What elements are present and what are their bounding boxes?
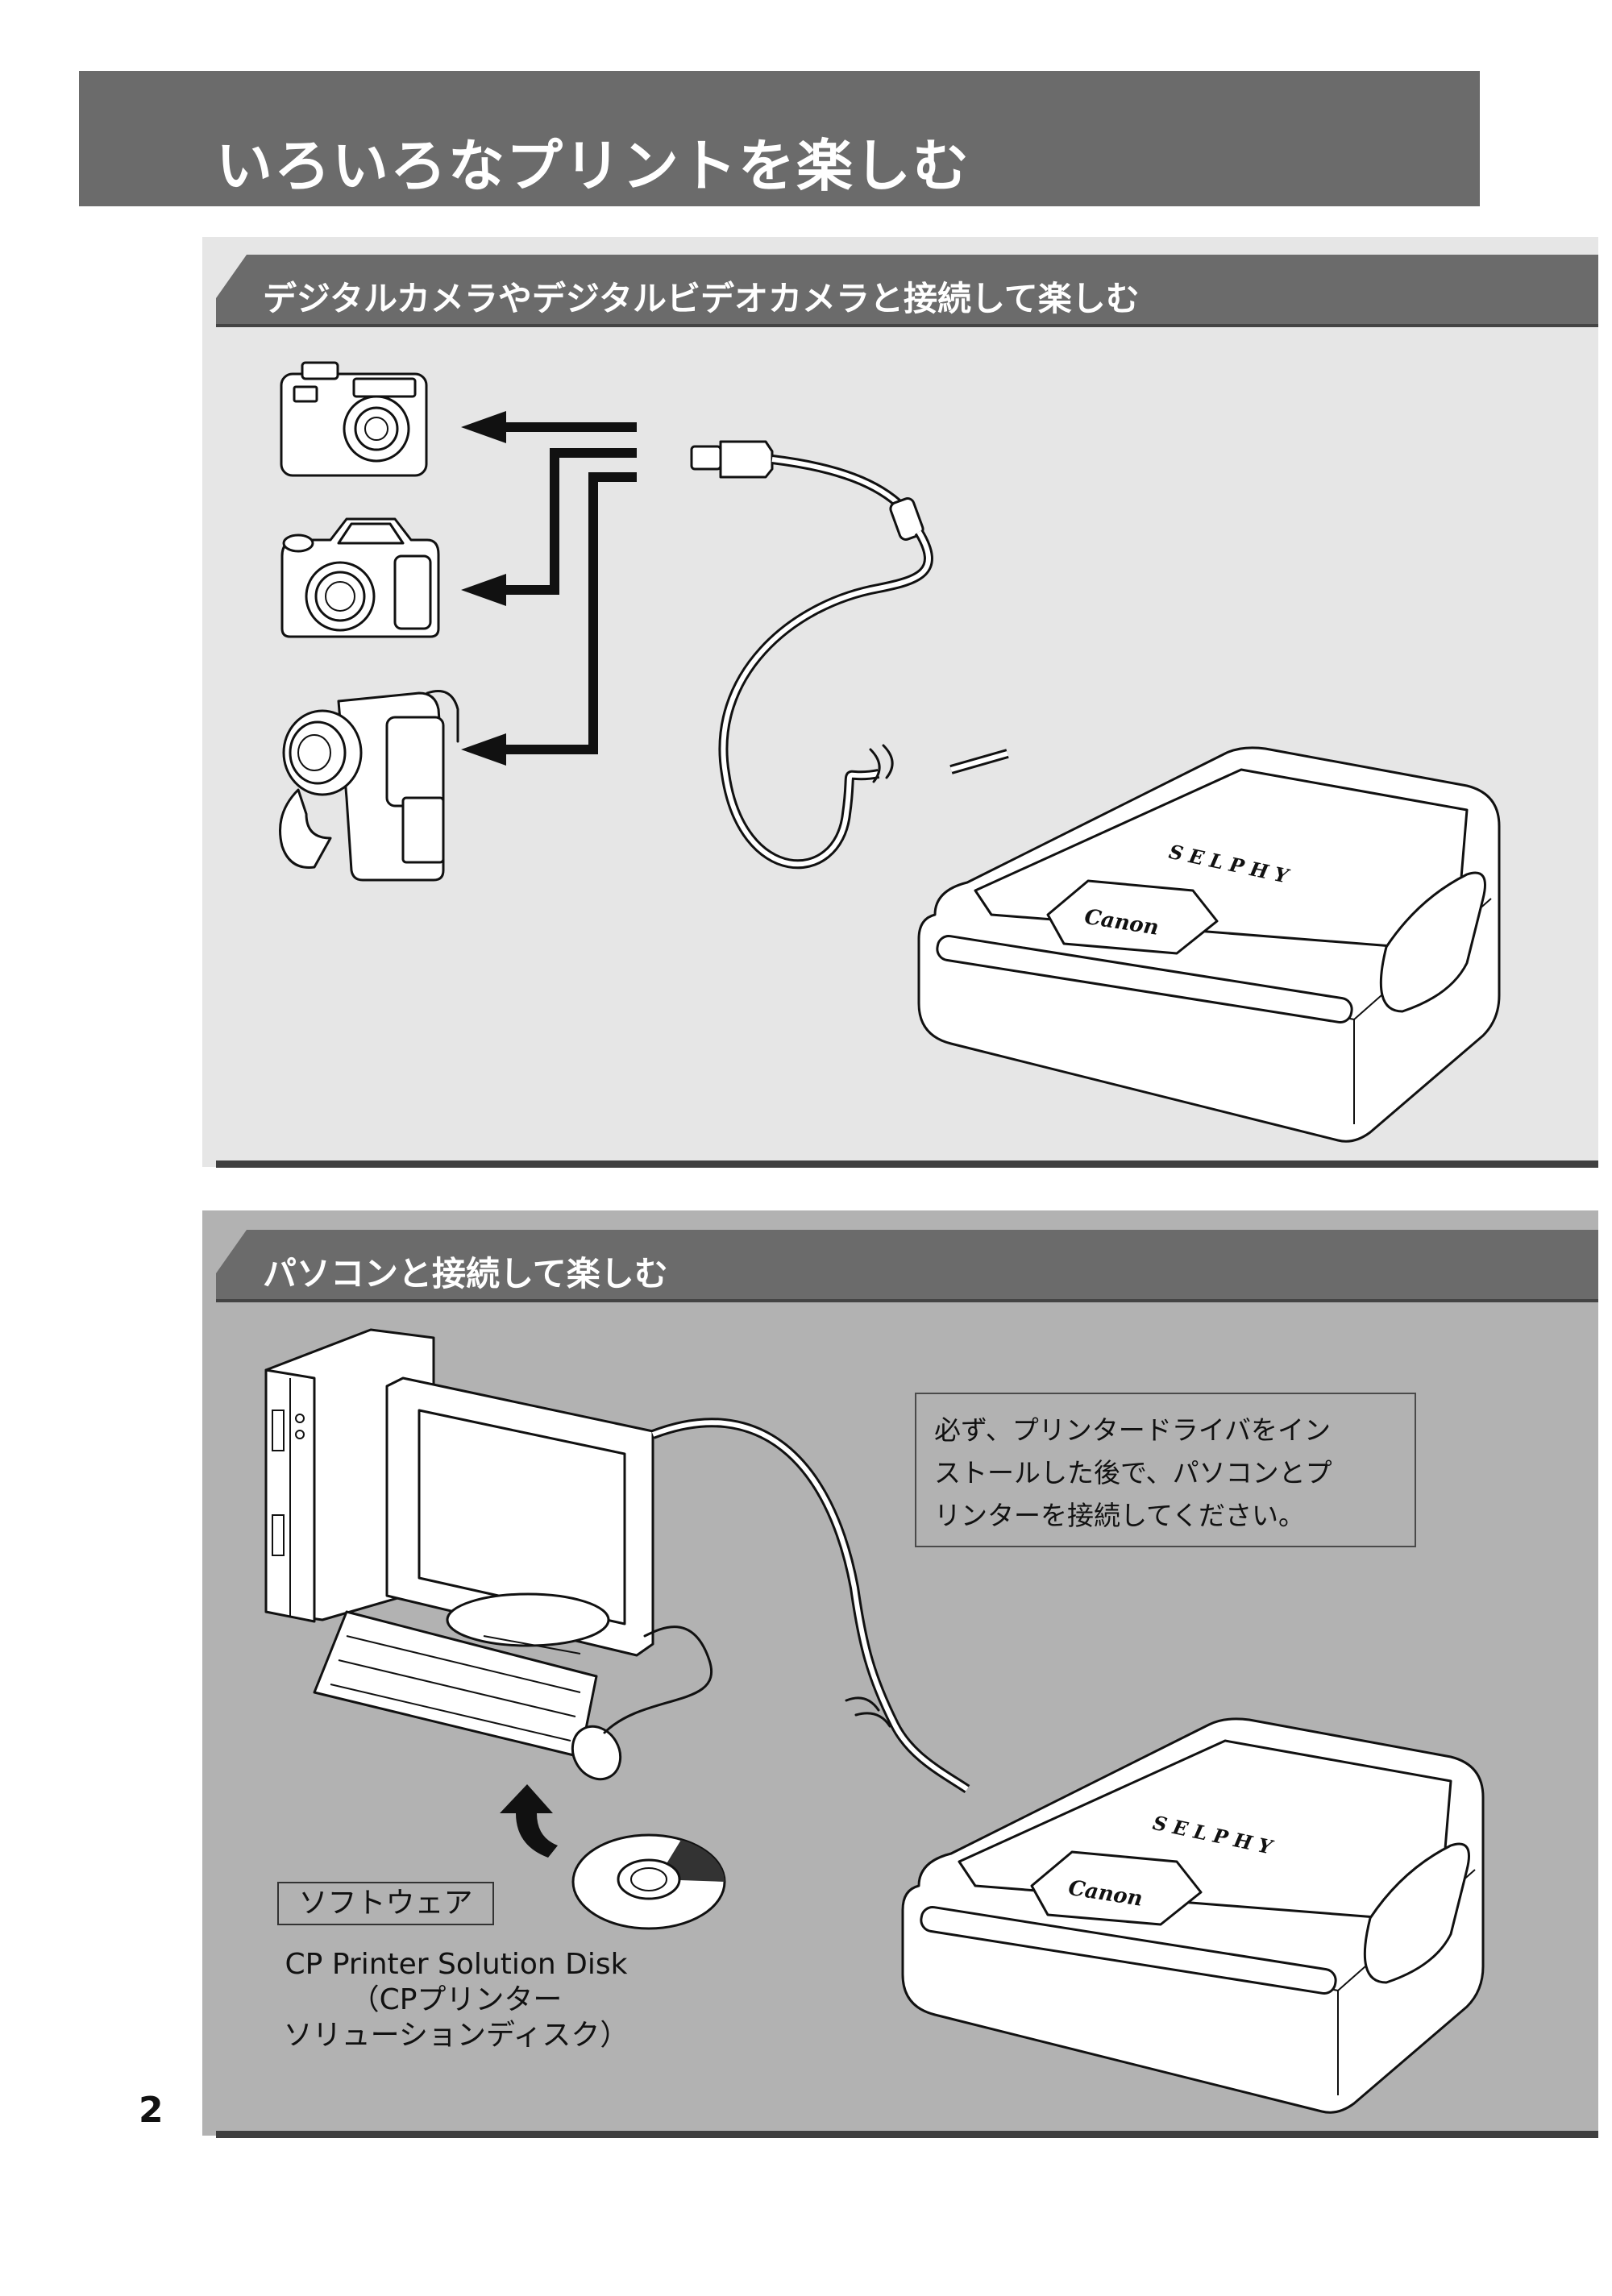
section-pc-bottom-rule [216,2131,1598,2138]
page-title-bar [79,71,1480,206]
slr-camera-illustration [280,517,440,638]
note-line: リンターを接続してください。 [934,1500,1306,1531]
section-camera-header-bar [216,255,1598,327]
driver-install-note: 必ず、プリンタードライバをイン ストールした後で、パソコンとプ リンターを接続し… [915,1393,1416,1547]
page-number: 2 [139,2090,164,2131]
cd-disk-icon [571,1833,726,1930]
section-pc-header-bar [216,1230,1598,1302]
disk-caption: CP Printer Solution Disk （CPプリンター ソリューショ… [266,1947,646,2053]
pc-printer-cable [650,1418,970,1793]
software-label: ソフトウェア [277,1882,494,1925]
note-line: 必ず、プリンタードライバをイン [934,1414,1332,1446]
page-title: いろいろなプリントを楽しむ [216,133,970,199]
camcorder-illustration [279,690,459,882]
disk-caption-line: CP Printer Solution Disk [285,1948,628,1981]
section-pc-heading: パソコンと接続して楽しむ [263,1254,668,1293]
usb-cable-illustration [690,440,933,870]
printer-illustration-2: Canon SELPHY [901,1717,1485,2114]
section-camera-bottom-rule [216,1160,1598,1168]
insert-disk-arrow [500,1784,558,1858]
pc-illustration [264,1328,713,1781]
disk-caption-line: （CPプリンター [350,1983,563,2016]
section-camera-heading: デジタルカメラやデジタルビデオカメラと接続して楽しむ [263,279,1140,318]
printer-illustration-1: Canon SELPHY [917,746,1501,1143]
compact-camera-illustration [280,361,428,477]
disk-caption-line: ソリューションディスク） [283,2019,629,2052]
note-line: ストールした後で、パソコンとプ [934,1457,1332,1488]
connection-arrows [461,411,637,766]
